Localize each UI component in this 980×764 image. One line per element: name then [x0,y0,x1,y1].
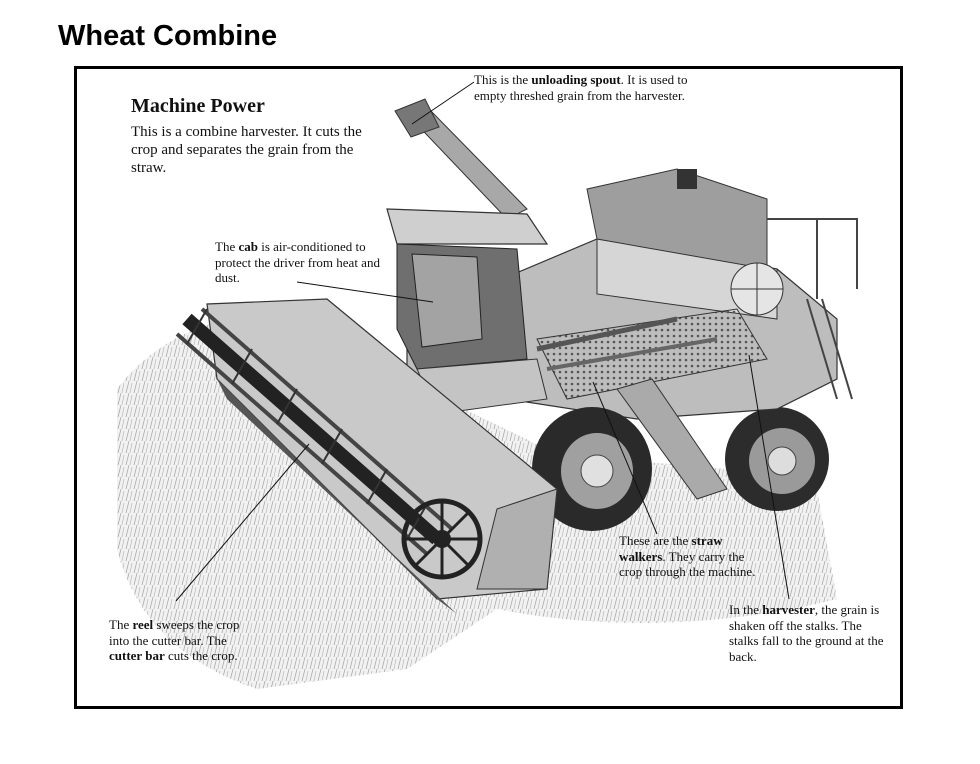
leader-cab [296,281,434,303]
front-wheel [532,407,652,531]
callout-unloading-spout: This is the unloading spout. It is used … [474,72,688,103]
intro-body: This is a combine harvester. It cuts the… [131,124,362,176]
unloading-spout [394,98,528,220]
leader-spout [411,81,475,125]
page-title: Wheat Combine [58,20,278,52]
leader-harvester [748,354,790,600]
rear-wheel [725,407,829,511]
callout-reel-cutter-bar: The reel sweeps the crop into the cutter… [109,617,240,663]
leader-walkers [592,381,658,535]
callout-cab: The cab is air-conditioned to protect th… [215,239,380,285]
combine-harvester-illustration [117,81,858,689]
diagram-frame: Machine Power This is a combine harveste… [74,66,903,709]
leader-reel [175,443,310,602]
leader-lines [175,81,790,602]
callout-straw-walkers: These are the straw walkers. They carry … [619,533,756,579]
reel-drawing [175,307,483,580]
straw-walkers-cutaway [536,308,768,500]
header-cutter-bar [206,298,558,614]
intro-heading: Machine Power [131,95,265,117]
callout-harvester: In the harvester, the grain is shaken of… [729,602,884,664]
